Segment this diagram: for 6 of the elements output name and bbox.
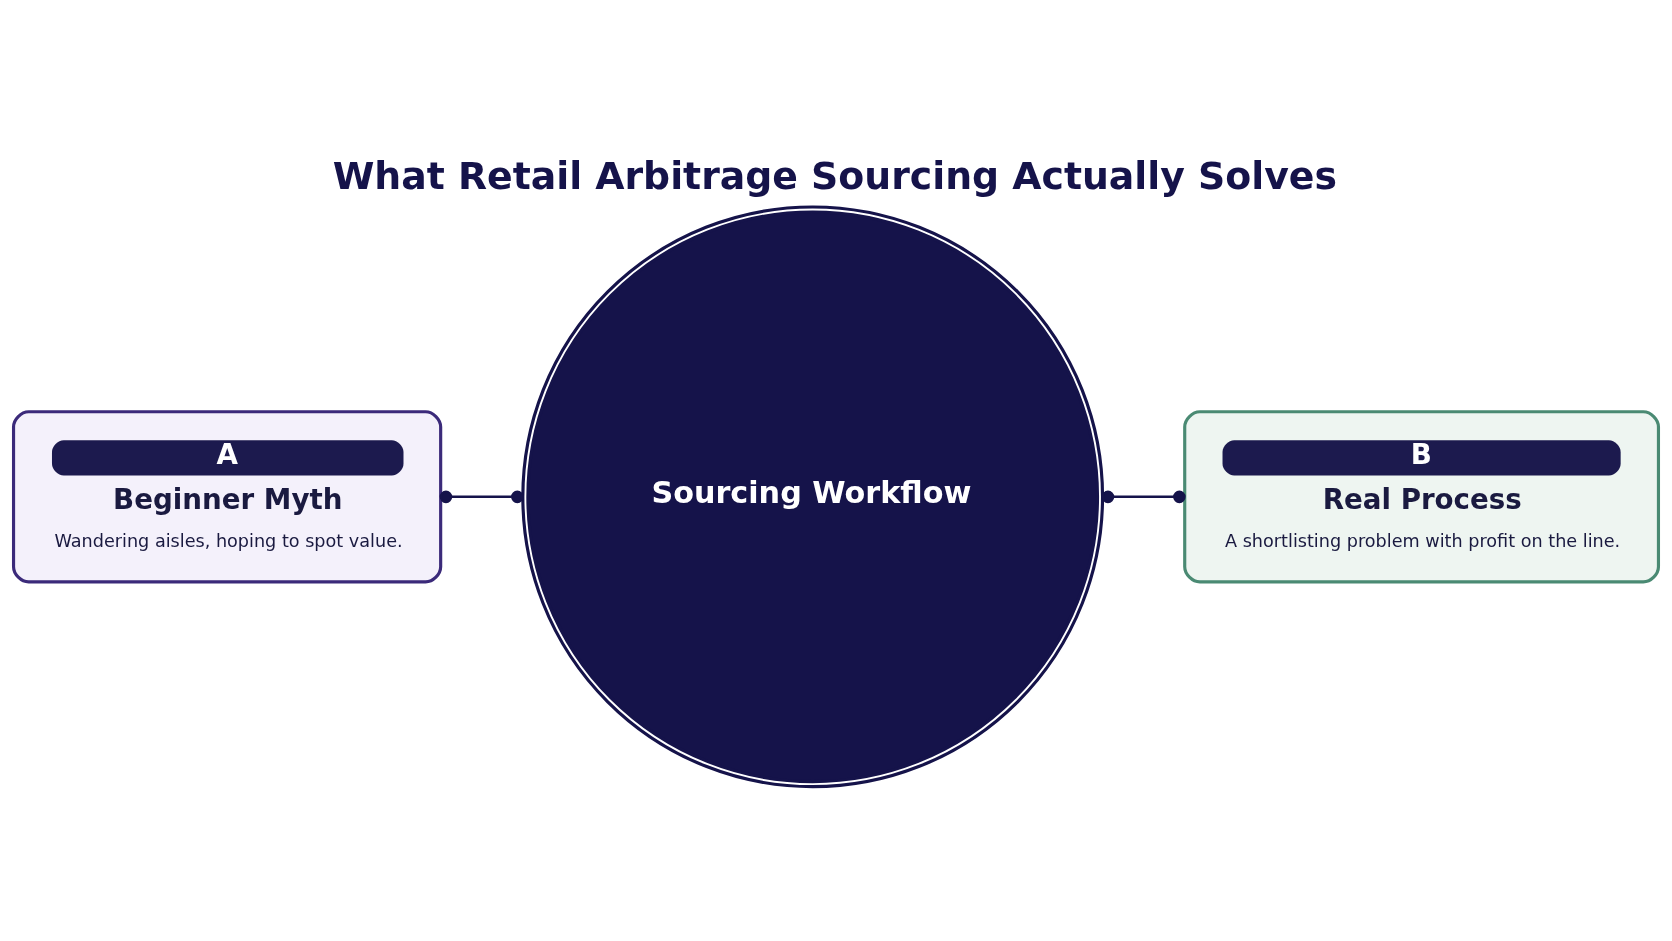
node-box: A Beginner Myth Wandering aisles, hoping to spot value. bbox=[11, 409, 443, 583]
node-circle: Sourcing Workflow bbox=[521, 204, 1105, 788]
connector bbox=[439, 490, 524, 503]
node-box: B Real Process A shortlisting problem with profit on the line. bbox=[1183, 409, 1661, 583]
diagram-title: What Retail Arbitrage Sourcing Actually Solves bbox=[332, 153, 1337, 198]
connector bbox=[1101, 490, 1186, 503]
